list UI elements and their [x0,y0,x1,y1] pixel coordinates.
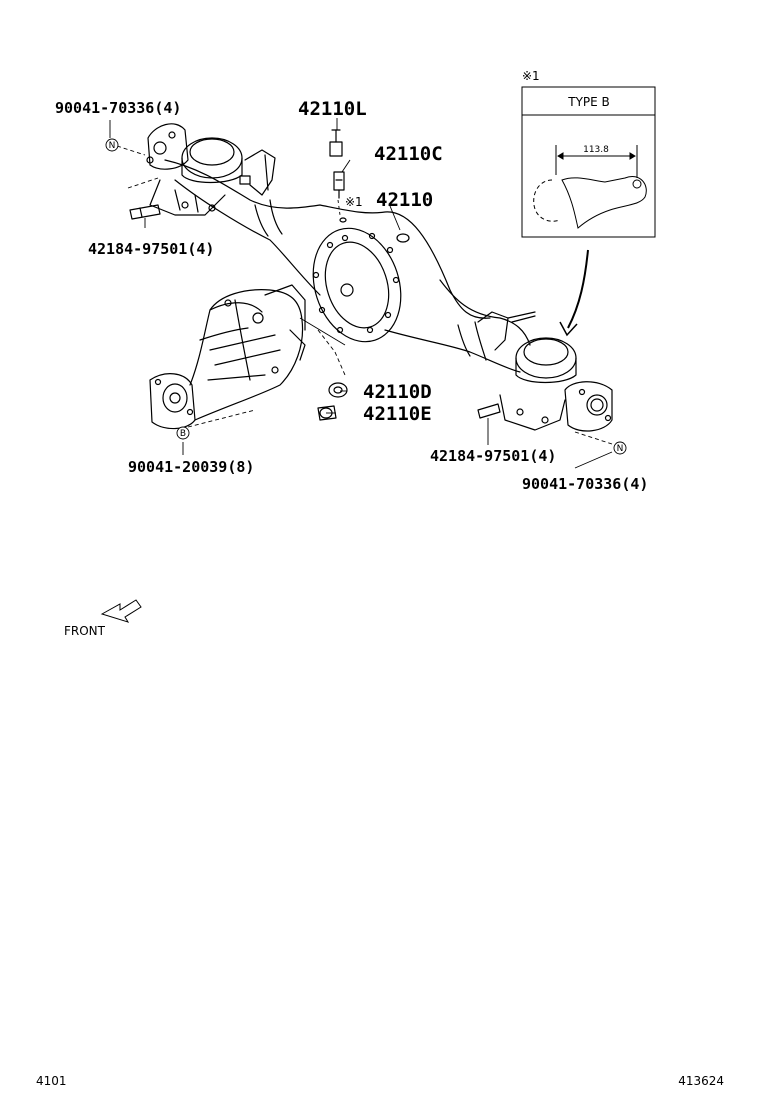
breather-plug [329,129,343,157]
page-code-left: 4101 [36,1074,67,1088]
right-axle-end [477,311,613,432]
marker-n-right: N [613,441,627,455]
stud-left [129,204,161,220]
marker-b: B [176,426,190,440]
svg-text:N: N [617,444,624,454]
breather-c [333,171,345,199]
label-bolt-diff: 90041-20039(8) [128,458,254,476]
plug-d [328,382,348,398]
inset-pointer-arrow [559,249,589,337]
leader-lines [109,118,613,469]
inset-type-b: ※1 TYPE B 113.8 [521,69,656,238]
marker-n-left: N [105,138,119,152]
label-housing-mark: ※1 [345,195,363,209]
inset-mark: ※1 [522,69,540,83]
axle-housing [164,159,531,373]
label-stud-left: 42184-97501(4) [88,240,214,258]
front-label: FRONT [64,624,106,638]
differential-carrier [149,284,306,430]
label-breather: 42110L [298,98,367,120]
label-housing: 42110 [376,189,433,211]
front-arrow-icon [100,599,142,623]
left-axle-end [146,123,276,216]
label-plug-e: 42110E [363,403,432,425]
label-plug-d: 42110D [363,381,432,403]
svg-text:N: N [109,141,116,151]
svg-text:B: B [180,429,186,439]
inset-title: TYPE B [567,95,610,109]
page-code-right: 413624 [678,1074,724,1088]
label-bolt-right-bottom: 90041-70336(4) [522,475,648,493]
label-bolt-left-top: 90041-70336(4) [55,99,181,117]
inset-dimension: 113.8 [583,145,609,155]
label-breather-c: 42110C [374,143,443,165]
label-stud-right: 42184-97501(4) [430,447,556,465]
